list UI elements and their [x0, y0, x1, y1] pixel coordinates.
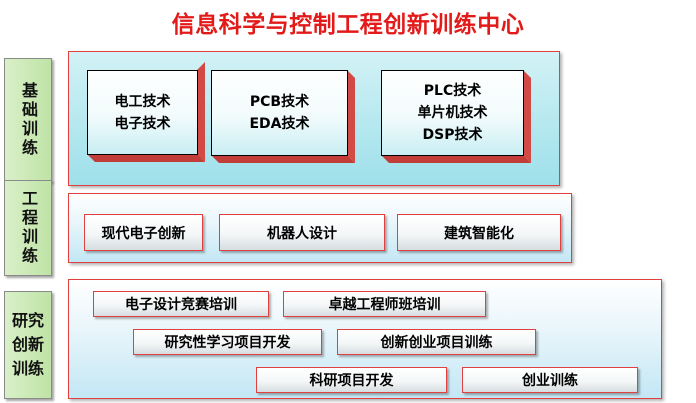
box-research-learning-project: 研究性学习项目开发	[133, 329, 322, 355]
block-face: PCB技术 EDA技术	[211, 70, 348, 156]
box-intelligent-building: 建筑智能化	[397, 214, 561, 251]
panel-basic-training: 电工技术 电子技术 PCB技术 EDA技术 PLC技术 单片机技术 DSP技术	[68, 51, 560, 186]
box-scientific-research-project: 科研项目开发	[256, 367, 447, 393]
box-excellent-engineer-class: 卓越工程师班培训	[283, 291, 486, 317]
label-engineering-training-text: 工程训练	[19, 190, 38, 266]
box-robot-design: 机器人设计	[219, 214, 385, 251]
panel-research-innovation-training: 电子设计竞赛培训 卓越工程师班培训 研究性学习项目开发 创新创业项目训练 科研项…	[68, 279, 662, 399]
block-3d-sides	[87, 62, 205, 162]
box-entrepreneurship-training: 创业训练	[462, 367, 638, 393]
block-face: PLC技术 单片机技术 DSP技术	[381, 70, 524, 156]
label-basic-training: 基础训练	[4, 58, 52, 182]
label-engineering-training: 工程训练	[4, 180, 52, 276]
block-face: 电工技术 电子技术	[87, 70, 198, 155]
box-modern-electronics-innovation: 现代电子创新	[84, 214, 203, 251]
block-3d-sides	[211, 70, 355, 163]
box-electronic-design-contest: 电子设计竞赛培训	[93, 291, 269, 317]
label-basic-training-text: 基础训练	[19, 82, 38, 158]
box-innovation-entrepreneurship-project: 创新创业项目训练	[337, 329, 536, 355]
label-research-innovation-training-text: 研究 创新 训练	[11, 311, 44, 378]
diagram-title: 信息科学与控制工程创新训练中心	[171, 12, 525, 38]
block-3d-sides	[381, 70, 531, 163]
panel-engineering-training: 现代电子创新 机器人设计 建筑智能化	[68, 193, 572, 263]
label-research-innovation-training: 研究 创新 训练	[4, 291, 52, 399]
